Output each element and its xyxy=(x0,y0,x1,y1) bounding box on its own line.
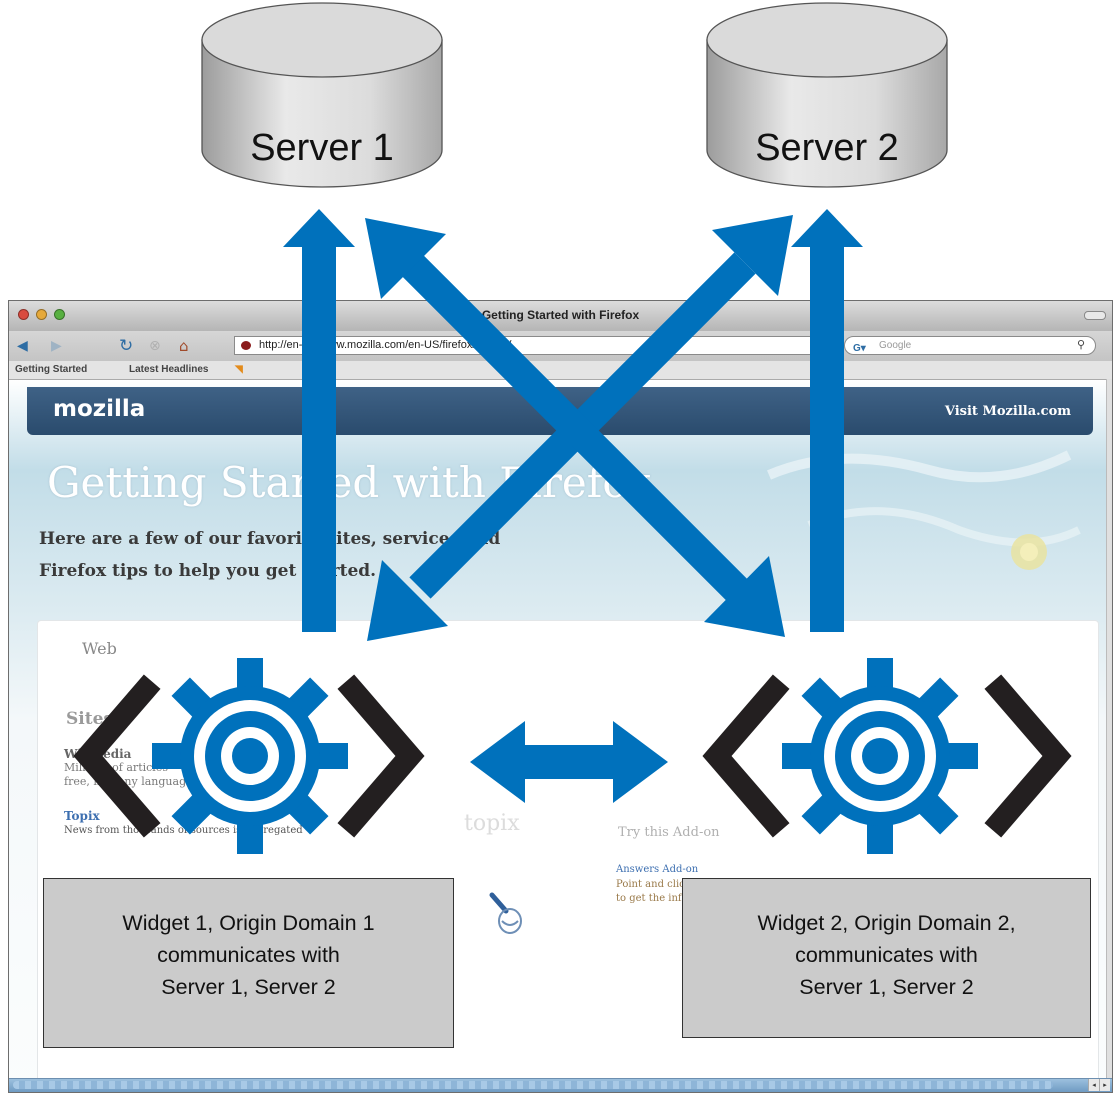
widget-2-line-2: communicates with xyxy=(795,943,978,967)
search-icon[interactable]: ⚲ xyxy=(1076,339,1085,351)
addon-tool-icon xyxy=(489,892,522,934)
widget-1-description-box: Widget 1, Origin Domain 1 communicates w… xyxy=(43,878,454,1048)
sidebar-description-2: News from thousands of sources is aggreg… xyxy=(64,825,303,836)
window-title: Getting Started with Firefox xyxy=(481,308,640,322)
minimize-window-icon[interactable] xyxy=(36,309,47,320)
gear-icon xyxy=(782,658,978,854)
window-titlebar: Getting Started with Firefox xyxy=(9,301,1112,332)
widget-1-to-server-1-arrow-icon xyxy=(283,209,355,632)
mozilla-logo[interactable]: mozilla xyxy=(53,396,146,422)
server-1-label: Server 1 xyxy=(250,127,394,169)
left-angle-bracket-icon xyxy=(73,674,161,838)
zoom-window-icon[interactable] xyxy=(54,309,65,320)
arrows xyxy=(283,209,863,803)
stop-icon[interactable]: ⊗ xyxy=(149,338,161,354)
server-2-label: Server 2 xyxy=(755,127,899,169)
search-input[interactable]: G▾ Google ⚲ xyxy=(844,336,1096,355)
widget-2-server-1-arrow-icon xyxy=(401,254,748,601)
scroll-right-icon[interactable]: ▸ xyxy=(1099,1079,1110,1091)
widget-1-line-3: Server 1, Server 2 xyxy=(161,975,336,999)
back-arrow-icon[interactable]: ◀ xyxy=(17,338,28,354)
bookmark-latest-headlines[interactable]: Latest Headlines xyxy=(129,364,209,375)
gear-icon xyxy=(152,658,348,854)
status-progress-bar xyxy=(13,1081,1053,1089)
addon-link[interactable]: Answers Add-on xyxy=(616,864,699,875)
widget-1-line-2: communicates with xyxy=(157,943,340,967)
home-icon[interactable]: ⌂ xyxy=(179,337,189,355)
reload-icon[interactable]: ↻ xyxy=(119,336,134,356)
server-2-database-cylinder-icon: Server 2 xyxy=(706,2,948,188)
right-angle-bracket-icon xyxy=(337,674,425,838)
site-favicon-icon xyxy=(241,341,251,350)
scroll-left-icon[interactable]: ◂ xyxy=(1088,1079,1099,1091)
rss-feed-icon: ◥ xyxy=(235,364,243,375)
tab-web[interactable]: Web xyxy=(82,639,117,658)
widget-2-icon xyxy=(702,658,1072,854)
widget-2-to-server-2-arrow-icon xyxy=(791,209,863,632)
close-window-icon[interactable] xyxy=(18,309,29,320)
bookmark-getting-started[interactable]: Getting Started xyxy=(15,364,88,375)
search-engine-icon[interactable]: G▾ xyxy=(853,343,866,354)
addon-description-1: Point and click xyxy=(616,879,691,890)
widget-1-icon xyxy=(73,658,425,854)
server-1-database-cylinder-icon: Server 1 xyxy=(201,2,443,188)
widget-2-line-1: Widget 2, Origin Domain 2, xyxy=(757,911,1016,935)
widget-2-line-3: Server 1, Server 2 xyxy=(799,975,974,999)
right-angle-bracket-icon xyxy=(984,674,1072,838)
forward-arrow-icon[interactable]: ▶ xyxy=(51,338,62,354)
addon-heading: Try this Add-on xyxy=(618,825,720,840)
sidebar-link-topix[interactable]: Topix xyxy=(64,809,100,823)
toolbar-toggle-button[interactable] xyxy=(1084,311,1106,320)
left-angle-bracket-icon xyxy=(702,674,790,838)
search-placeholder: Google xyxy=(879,340,912,351)
widget-1-line-1: Widget 1, Origin Domain 1 xyxy=(122,911,375,935)
widget-2-description-box: Widget 2, Origin Domain 2, communicates … xyxy=(682,878,1091,1038)
widget-to-widget-arrow-icon xyxy=(470,721,668,803)
vertical-scrollbar[interactable] xyxy=(1106,379,1112,1079)
status-bar: ◂ ▸ xyxy=(9,1078,1112,1092)
visit-mozilla-link[interactable]: Visit Mozilla.com xyxy=(944,404,1071,419)
addon-description-2: to get the info xyxy=(616,893,688,904)
topix-logo: topix xyxy=(464,811,520,836)
